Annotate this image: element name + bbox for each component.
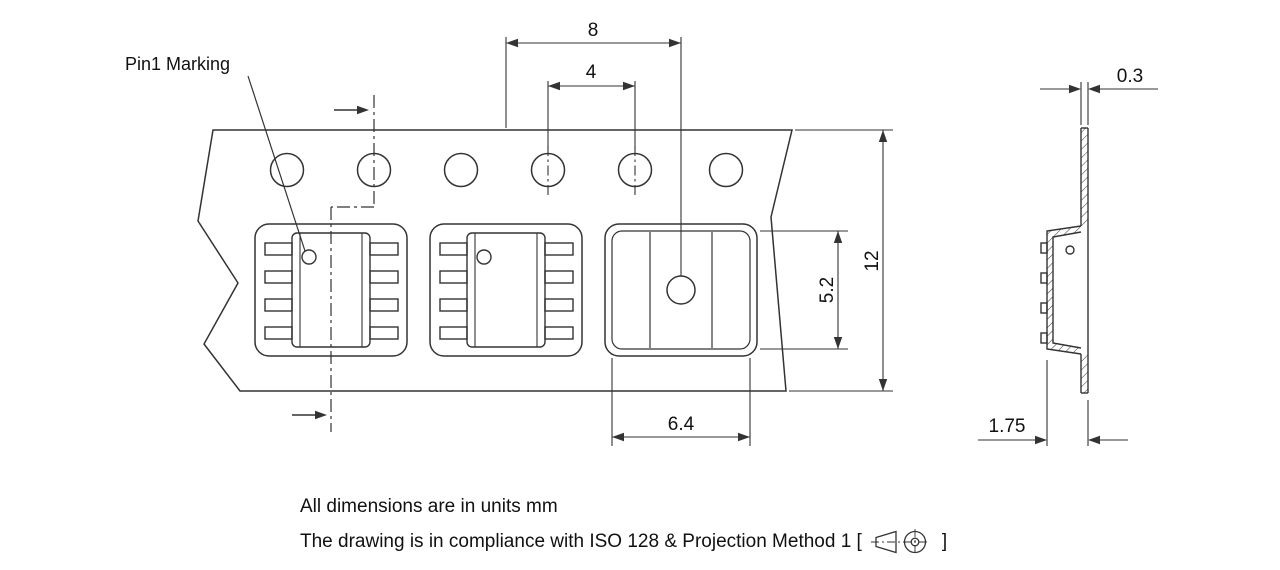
emboss-rib [1040,302,1048,314]
dim-pocket-length: 5.2 [760,230,848,350]
tape-section-hatch-bottom [1081,354,1088,393]
dim-tape-thickness-value: 0.3 [1117,66,1143,87]
projection-cone-icon [875,530,897,554]
pocket-wall-hatch [1047,226,1081,354]
sprocket-hole [269,152,305,188]
pin1-marker-side [1065,245,1075,255]
pin1-leader-line [247,75,306,252]
projection-centerlines [870,529,930,555]
carrier-tape-outline [197,129,793,392]
emboss-rib [1040,272,1048,284]
pin1-label: Pin1 Marking [125,54,230,74]
side-view: 0.3 1.75 [978,66,1158,446]
section-line [330,95,375,432]
sprocket-hole [443,152,479,188]
dim-pocket-width-value: 6.4 [668,414,695,435]
tape-section-outline [1040,127,1089,394]
dim-sprocket-hole-pitch: 4 [547,62,636,149]
note-compliance-bracket: ] [941,531,948,552]
dim-pocket-length-value: 5.2 [817,277,838,303]
pin1-marker [476,249,492,265]
dim-tape-width-value: 12 [862,250,883,271]
pocket-2 [429,223,583,357]
dim-sprocket-hole-pitch-value: 4 [586,62,597,83]
dim-tape-thickness: 0.3 [1040,66,1158,125]
package-2 [439,232,574,348]
pocket-center-hole [666,275,696,305]
dim-pocket-pitch: 8 [505,20,682,276]
projection-method-symbol [870,529,930,555]
section-arrow-bottom [292,410,327,420]
section-arrow-top [334,105,369,115]
dim-emboss-depth-value: 1.75 [989,416,1026,437]
dim-pocket-width: 6.4 [611,358,751,446]
dim-emboss-depth: 1.75 [978,360,1128,446]
note-units-text: All dimensions are in units mm [300,496,558,517]
sprocket-hole-centerlines [547,146,636,196]
tape-section-hatch-top [1081,128,1088,226]
sprocket-hole [708,152,744,188]
note-compliance: The drawing is in compliance with ISO 12… [300,527,947,557]
dim-pocket-pitch-value: 8 [588,20,599,41]
note-compliance-text: The drawing is in compliance with ISO 12… [300,531,862,552]
note-units: All dimensions are in units mm [300,496,558,518]
emboss-rib [1040,242,1048,254]
emboss-rib [1040,332,1048,344]
dim-tape-width: 12 [789,129,893,392]
sprocket-holes [269,152,744,188]
pin1-marker [301,249,317,265]
